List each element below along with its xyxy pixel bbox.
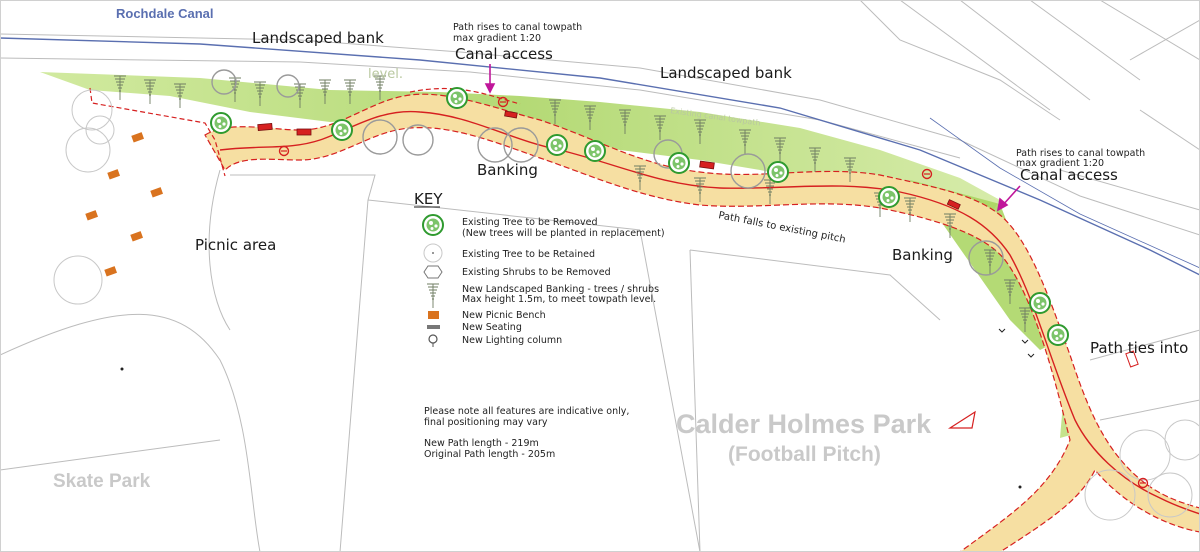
new-path-length: New Path length - 219m — [424, 438, 539, 449]
key-item-label2: (New trees will be planted in replacemen… — [462, 228, 665, 239]
banking-label-2: Banking — [892, 246, 953, 264]
note-line-1: Please note all features are indicative … — [424, 406, 629, 417]
key-item-label: Existing Tree to be Retained — [462, 249, 595, 260]
lighting-column-icon — [428, 334, 438, 347]
picnic-area-label: Picnic area — [195, 236, 276, 254]
key-item-label: New Seating — [462, 322, 522, 333]
key-item-label: New Landscaped Banking - trees / shrubs — [462, 284, 659, 295]
tree-retained-icon — [423, 243, 443, 263]
banking-icon — [426, 283, 440, 309]
new-footpath — [89, 87, 1200, 552]
canal-access-note-2-line1: Path rises to canal towpath — [1016, 148, 1145, 159]
note-line-2: final positioning may vary — [424, 417, 548, 428]
original-path-length: Original Path length - 205m — [424, 449, 555, 460]
park-subtitle-label: (Football Pitch) — [728, 443, 881, 466]
park-name-label: Calder Holmes Park — [676, 409, 932, 439]
canal-access-note-2-line2: max gradient 1:20 — [1016, 158, 1104, 169]
picnic-bench-icon — [428, 311, 439, 319]
key-title: KEY — [414, 190, 443, 208]
canal-access-arrows — [484, 64, 1021, 212]
canal-name-label: Rochdale Canal — [116, 6, 214, 21]
path-ties-label: Path ties into — [1090, 339, 1188, 357]
landscaped-bank-label-east: Landscaped bank — [660, 64, 792, 82]
picnic-benches — [85, 132, 164, 277]
level-label: level. — [368, 67, 403, 82]
retained-trees — [53, 69, 1200, 521]
canal-access-title-1: Canal access — [455, 45, 553, 63]
canal-access-note-1-line2: max gradient 1:20 — [453, 33, 541, 44]
seating-icon — [427, 325, 440, 329]
canal-access-title-2: Canal access — [1020, 166, 1118, 184]
new-seating — [257, 110, 961, 210]
landscaped-bank-label-west: Landscaped bank — [252, 29, 384, 47]
misc-marks — [120, 328, 1139, 489]
rochdale-canal — [0, 37, 1200, 276]
key-item-label: Existing Tree to be Removed — [462, 217, 598, 228]
key-item-label2: Max height 1.5m, to meet towpath level. — [462, 294, 656, 305]
path-falls-label: Path falls to existing pitch — [717, 210, 846, 245]
tree-removed-icon — [422, 214, 444, 236]
key-item-label: New Lighting column — [462, 335, 562, 346]
canal-access-note-1-line1: Path rises to canal towpath — [453, 22, 582, 33]
skate-park-label: Skate Park — [53, 471, 151, 492]
banking-label-1: Banking — [477, 161, 538, 179]
plan-notes: Please note all features are indicative … — [424, 406, 629, 460]
key-item-label: New Picnic Bench — [462, 310, 546, 321]
map-key: KEY Existing Tree to be Removed (New tre… — [414, 190, 665, 347]
key-item-label: Existing Shrubs to be Removed — [462, 267, 611, 278]
shrub-removed-icon — [423, 265, 443, 279]
